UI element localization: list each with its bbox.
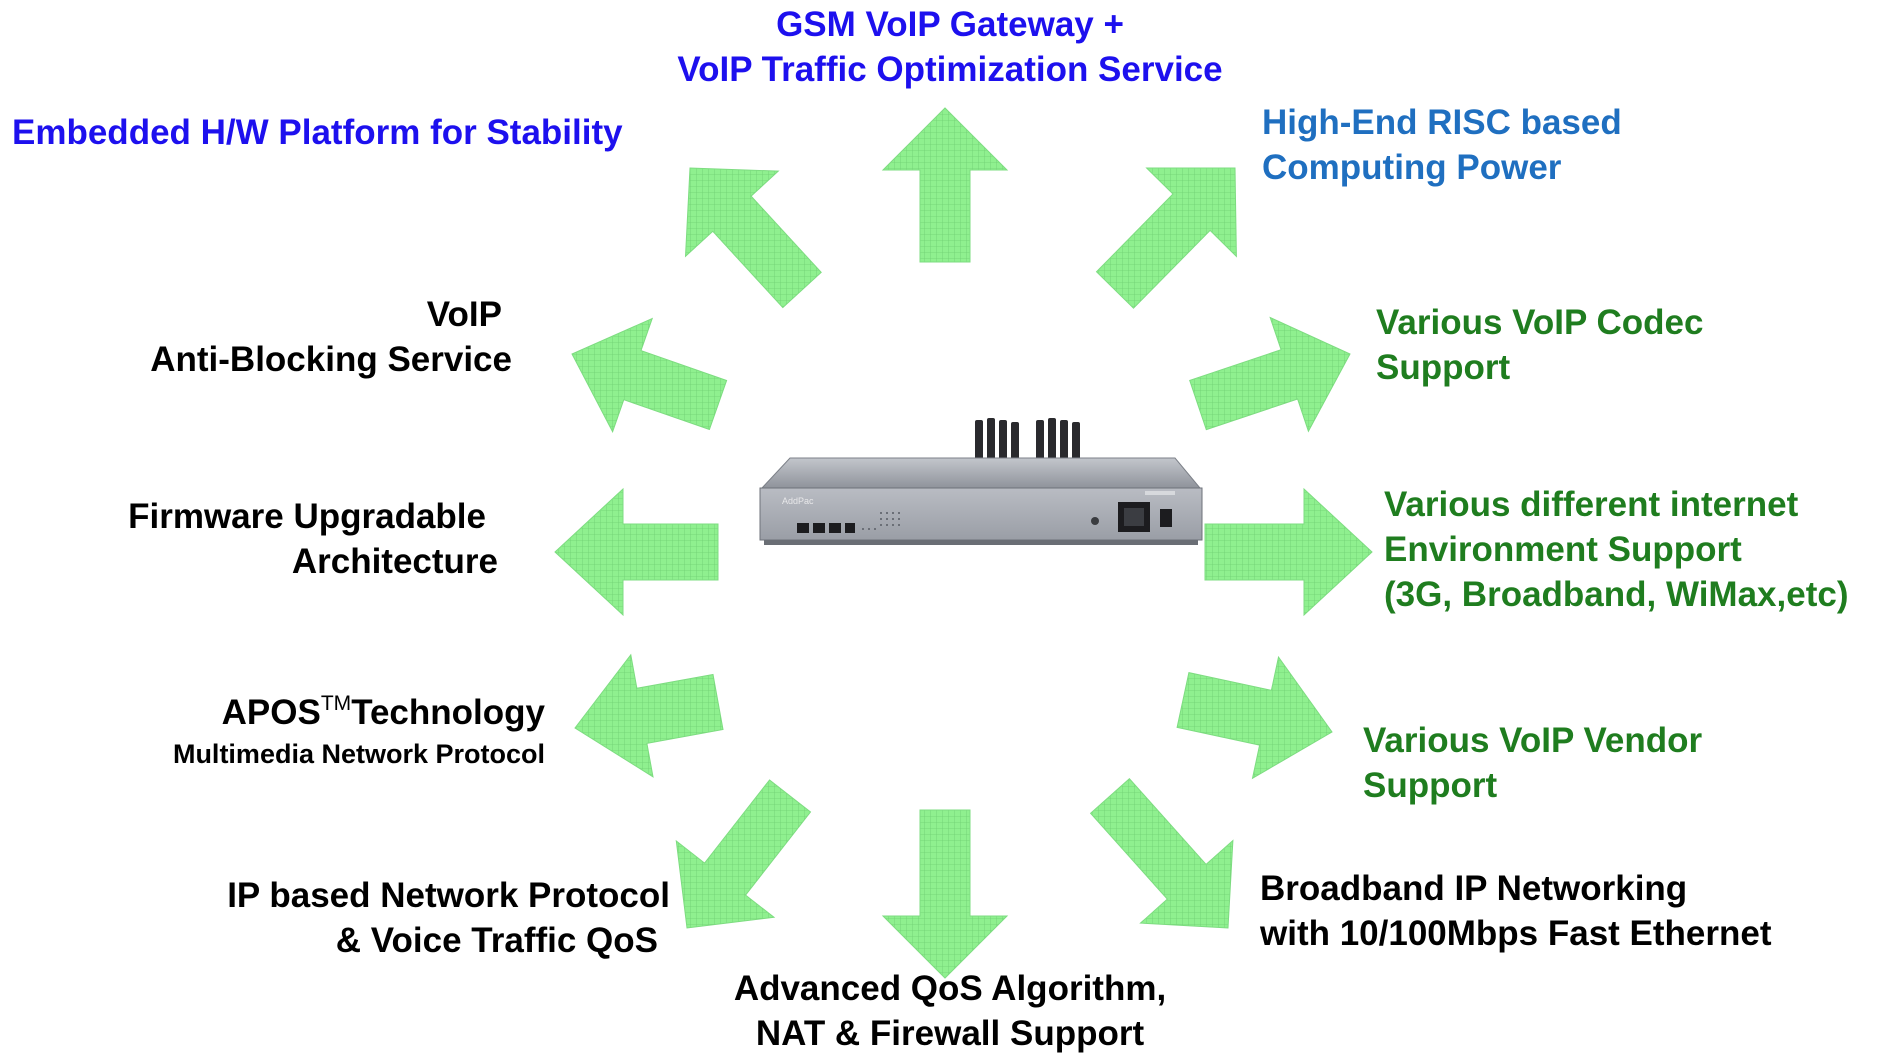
label-line: Computing Power	[1262, 148, 1562, 187]
label-advanced-qos: Advanced QoS Algorithm, NAT & Firewall S…	[700, 966, 1200, 1056]
arrow-left-icon	[554, 487, 719, 617]
label-ip-network-protocol: IP based Network Protocol & Voice Traffi…	[150, 873, 670, 963]
label-gsm-voip-gateway: GSM VoIP Gateway + VoIP Traffic Optimiza…	[640, 2, 1260, 92]
label-line: VoIP Traffic Optimization Service	[677, 50, 1223, 89]
label-line: Environment Support	[1384, 530, 1742, 569]
label-line: with 10/100Mbps Fast Ethernet	[1260, 914, 1772, 953]
vent-icon	[862, 512, 900, 530]
power-led-icon	[1091, 517, 1099, 525]
apos-text: APOS	[221, 693, 321, 732]
label-line: IP based Network Protocol	[227, 876, 670, 915]
technology-text: Technology	[351, 693, 545, 732]
label-line: NAT & Firewall Support	[755, 1014, 1145, 1053]
label-line: Advanced QoS Algorithm,	[733, 969, 1167, 1008]
arrow-down-right-icon	[1089, 777, 1234, 929]
arrow-right-icon	[1204, 487, 1373, 617]
label-broadband-networking: Broadband IP Networking with 10/100Mbps …	[1260, 866, 1772, 956]
label-voip-vendor: Various VoIP Vendor Support	[1363, 718, 1702, 808]
label-line: High-End RISC based	[1262, 103, 1622, 142]
label-firmware-upgradable: Firmware Upgradable Architecture	[90, 494, 498, 584]
label-line: & Voice Traffic QoS	[335, 921, 658, 960]
label-line: Embedded H/W Platform for Stability	[12, 113, 623, 152]
label-line: GSM VoIP Gateway +	[776, 5, 1124, 44]
power-switch-icon	[1160, 509, 1172, 527]
label-line: Broadband IP Networking	[1260, 869, 1688, 908]
label-line: Anti-Blocking Service	[150, 340, 512, 379]
label-risc-computing: High-End RISC based Computing Power	[1262, 100, 1622, 190]
label-anti-blocking: VoIP Anti-Blocking Service	[110, 292, 512, 382]
ethernet-port-icon	[797, 523, 855, 533]
arrow-right-lower-icon	[1176, 655, 1333, 780]
label-line: Multimedia Network Protocol	[172, 739, 545, 769]
gateway-device-image: AddPac	[759, 418, 1203, 545]
label-line: Various VoIP Codec	[1376, 303, 1704, 342]
arrow-up-icon	[881, 107, 1009, 263]
arrow-down-icon	[881, 809, 1009, 979]
arrow-left-lower-icon	[574, 653, 724, 778]
arrow-left-upper-icon	[571, 317, 728, 433]
label-line: Firmware Upgradable	[128, 497, 486, 536]
label-line: Support	[1376, 348, 1511, 387]
brand-text: AddPac	[782, 496, 814, 506]
label-line: Various VoIP Vendor	[1363, 721, 1703, 760]
trademark-mark: TM	[320, 692, 352, 715]
label-apos-technology: APOSTMTechnology Multimedia Network Prot…	[80, 690, 545, 773]
arrow-up-right-icon	[1095, 167, 1237, 309]
label-embedded-platform: Embedded H/W Platform for Stability	[12, 110, 623, 155]
arrow-right-upper-icon	[1189, 316, 1351, 433]
label-voip-codec: Various VoIP Codec Support	[1376, 300, 1703, 390]
arrow-up-left-icon	[684, 167, 822, 309]
label-internet-environment: Various different internet Environment S…	[1384, 482, 1848, 617]
label-line: Support	[1363, 766, 1498, 805]
label-line: Various different internet	[1384, 485, 1799, 524]
label-line: VoIP	[426, 295, 502, 334]
arrow-down-left-icon	[675, 779, 812, 929]
label-line: (3G, Broadband, WiMax,etc)	[1384, 575, 1849, 614]
label-line: Architecture	[291, 542, 498, 581]
label-line: APOSTMTechnology	[80, 690, 545, 735]
